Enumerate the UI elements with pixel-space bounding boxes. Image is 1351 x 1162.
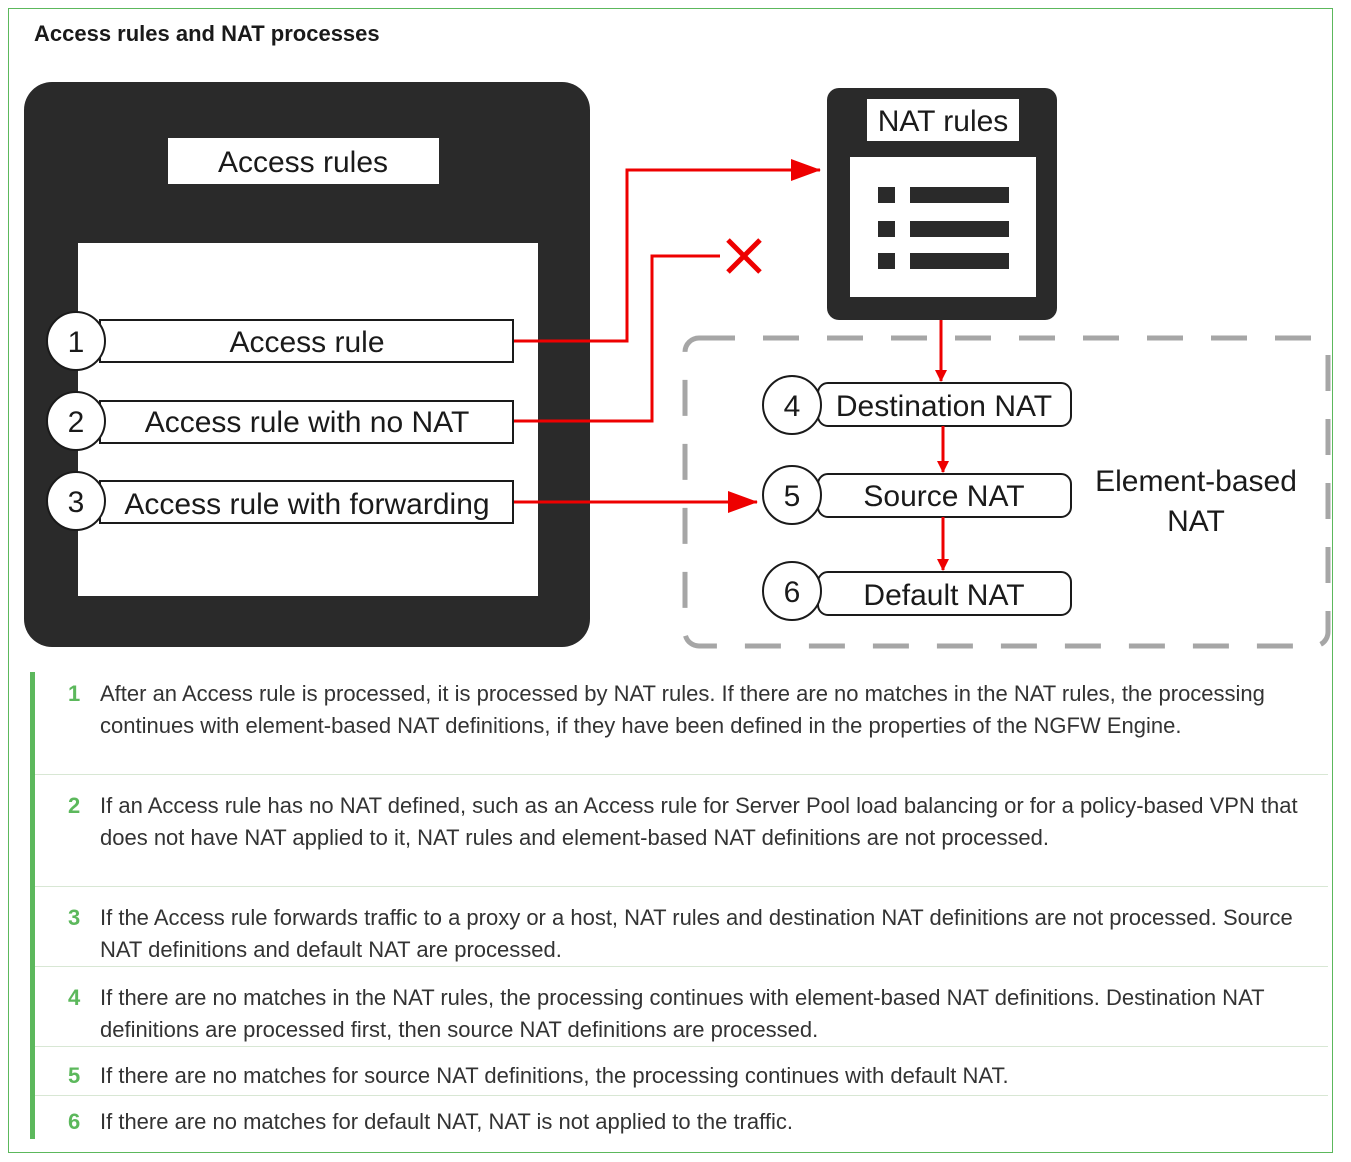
description-text: If the Access rule forwards traffic to a…: [100, 905, 1293, 962]
description-number: 2: [68, 793, 81, 818]
description-row-1: 1 After an Access rule is processed, it …: [35, 672, 1328, 775]
description-row-2: 2 If an Access rule has no NAT defined, …: [35, 784, 1328, 887]
description-row-3: 3 If the Access rule forwards traffic to…: [35, 896, 1328, 967]
nat-process-diagram: Access rules 1 Access rule 2 Access rule…: [24, 82, 1331, 649]
access-rule-3-badge: [46, 471, 106, 531]
description-text: If there are no matches in the NAT rules…: [100, 985, 1265, 1042]
nat-rules-title-box: [867, 99, 1019, 141]
description-number: 4: [68, 985, 81, 1010]
access-rule-2-number: 2: [68, 406, 85, 439]
nat-step-4-label: Destination NAT: [836, 390, 1052, 423]
nat-step-5-badge: [762, 465, 822, 525]
nat-step-6-label: Default NAT: [863, 579, 1024, 612]
nat-step-5-number: 5: [784, 480, 801, 513]
description-row-5: 5 If there are no matches for source NAT…: [35, 1056, 1328, 1096]
description-text: If there are no matches for default NAT,…: [100, 1109, 793, 1134]
access-rules-title: Access rules: [218, 146, 388, 179]
description-text: If there are no matches for source NAT d…: [100, 1063, 1009, 1088]
description-table: 1 After an Access rule is processed, it …: [30, 672, 1328, 1139]
nat-step-4-number: 4: [784, 390, 801, 423]
element-based-nat-label-line2: NAT: [1167, 505, 1225, 538]
description-text: If an Access rule has no NAT defined, su…: [100, 793, 1298, 850]
figure-title: Access rules and NAT processes: [34, 21, 380, 46]
access-rule-2-label: Access rule with no NAT: [145, 406, 470, 439]
access-rule-1-badge: [46, 311, 106, 371]
access-rule-3-number: 3: [68, 486, 85, 519]
element-based-nat-label-line1: Element-based: [1095, 465, 1297, 498]
access-rules-title-box: [168, 138, 439, 184]
description-number: 5: [68, 1063, 81, 1088]
description-row-4: 4 If there are no matches in the NAT rul…: [35, 976, 1328, 1047]
arrow-rule1-to-nat-rules: [514, 159, 821, 343]
nat-step-4: 4 Destination NAT: [762, 375, 1072, 435]
nat-step-4-badge: [762, 375, 822, 435]
access-rule-3: 3 Access rule with forwarding: [46, 471, 514, 531]
description-number: 3: [68, 905, 81, 930]
description-number: 1: [68, 681, 81, 706]
blocked-x-icon: [726, 238, 762, 274]
access-rule-1-box: [99, 319, 514, 363]
access-rule-1-number: 1: [68, 326, 85, 359]
access-rule-2-box: [99, 400, 514, 444]
description-text: After an Access rule is processed, it is…: [100, 681, 1265, 738]
arrow-rule2-blocked: [514, 254, 720, 423]
nat-rules-title: NAT rules: [878, 105, 1009, 138]
nat-step-6: 6 Default NAT: [762, 561, 1072, 621]
nat-step-5: 5 Source NAT: [762, 465, 1072, 525]
nat-step-6-number: 6: [784, 576, 801, 609]
description-number: 6: [68, 1109, 81, 1134]
access-rule-1: 1 Access rule: [46, 311, 514, 371]
access-rule-1-label: Access rule: [229, 326, 384, 359]
access-rule-3-box: [99, 480, 514, 524]
figure-frame: [8, 8, 1333, 1153]
nat-step-6-badge: [762, 561, 822, 621]
description-row-6: 6 If there are no matches for default NA…: [35, 1104, 1328, 1139]
access-rule-2: 2 Access rule with no NAT: [46, 391, 514, 451]
access-rule-3-label: Access rule with forwarding: [124, 488, 489, 521]
access-rule-2-badge: [46, 391, 106, 451]
nat-step-5-label: Source NAT: [863, 480, 1024, 513]
element-based-nat-region: [682, 335, 1331, 649]
list-icon: [878, 187, 1009, 269]
